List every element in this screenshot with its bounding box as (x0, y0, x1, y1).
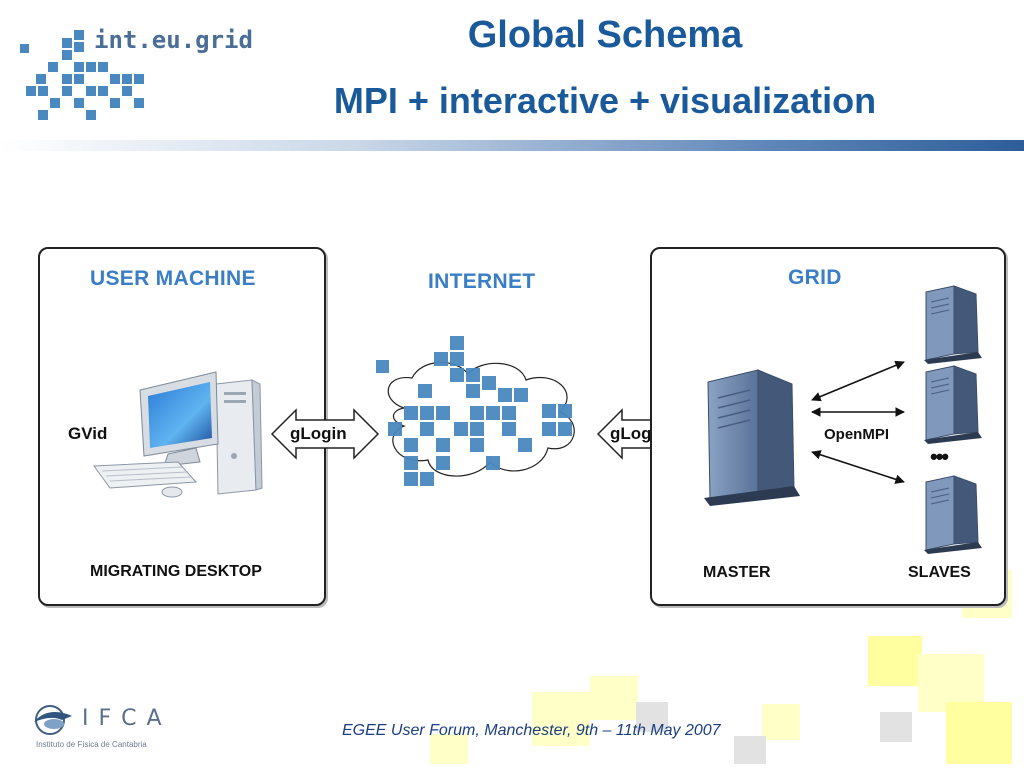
deco-square (532, 692, 590, 746)
migrating-desktop-label: MIGRATING DESKTOP (90, 563, 262, 580)
deco-square (430, 734, 468, 764)
ifca-mark: IFCA (82, 706, 172, 731)
page-title: Global Schema (467, 14, 743, 56)
int-eu-grid-logo: int.eu.grid (18, 22, 253, 132)
master-label: MASTER (703, 564, 771, 581)
glogin-arrow-left (270, 408, 380, 460)
header-divider (0, 140, 1024, 151)
master-server-icon (704, 369, 800, 506)
slave-server-icon (924, 475, 982, 554)
deco-square (868, 636, 922, 686)
ifca-emblem-icon (34, 705, 72, 735)
deco-square (734, 736, 766, 764)
ifca-name: Instituto de Física de Cantabria (36, 740, 147, 749)
glogin-left-label: gLogin (290, 424, 347, 443)
slave-server-icon (924, 365, 982, 444)
gvid-label: GVid (68, 424, 108, 443)
openmpi-arrows (811, 360, 905, 484)
internet-cloud-icon (376, 336, 575, 486)
grid-heading: GRID (788, 266, 842, 289)
slave-server-icon (924, 285, 982, 364)
deco-square (636, 702, 668, 732)
deco-square (946, 702, 1012, 764)
logo-mosaic-icon (20, 30, 144, 120)
event-footer: EGEE User Forum, Manchester, 9th – 11th … (342, 722, 721, 739)
deco-square (590, 676, 638, 720)
deco-square (880, 712, 912, 742)
deco-square (762, 704, 800, 740)
user-machine-heading: USER MACHINE (90, 267, 256, 290)
slaves-label: SLAVES (908, 564, 971, 581)
logo-text: int.eu.grid (94, 26, 253, 54)
slaves-ellipsis: ••• (930, 444, 949, 469)
openmpi-label: OpenMPI (822, 426, 892, 443)
ifca-logo: IFCA Instituto de Física de Cantabria (32, 702, 172, 754)
internet-heading: INTERNET (428, 270, 536, 293)
desktop-computer-icon (93, 371, 263, 498)
page-subtitle: MPI + interactive + visualization (333, 80, 877, 121)
